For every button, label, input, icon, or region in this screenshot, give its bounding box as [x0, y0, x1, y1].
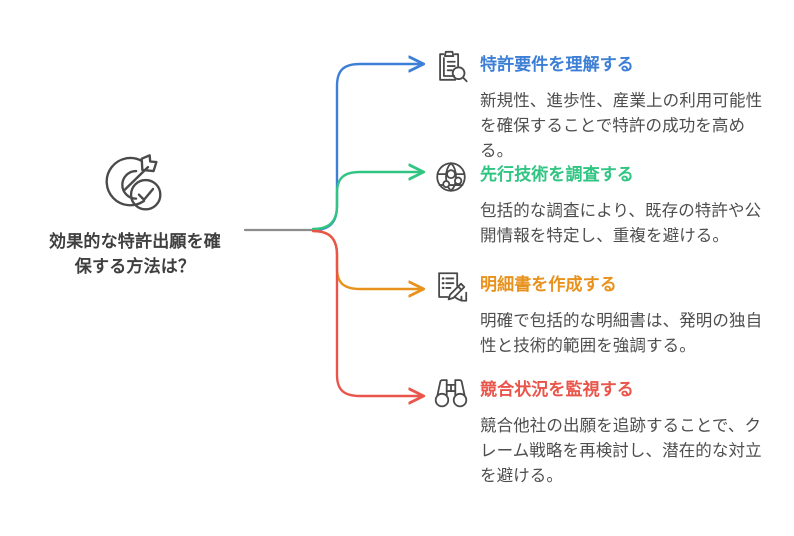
connector-branch-3 [311, 229, 422, 396]
branch-description: 明確で包括的な明細書は、発明の独自性と技術的範囲を強調する。 [480, 312, 763, 356]
branch-item[interactable]: 明細書を作成する 明確で包括的な明細書は、発明の独自性と技術的範囲を強調する。 [432, 272, 784, 359]
branch-description: 新規性、進歩性、産業上の利用可能性を確保することで特許の成功を高める。 [480, 92, 763, 161]
branch-title: 明細書を作成する [480, 275, 617, 294]
target-arrow-check-icon [105, 154, 162, 211]
branch-header: 先行技術を調査する [432, 162, 784, 196]
document-hand-write-icon [438, 272, 468, 302]
connector-branch-1 [311, 172, 422, 231]
branch-description: 包括的な調査により、既存の特許や公開情報を特定し、重複を避ける。 [480, 202, 762, 246]
branch-header: 明細書を作成する [432, 272, 784, 306]
center-node-label: 効果的な特許出願を確 保する方法は？ [49, 232, 221, 276]
branch-item[interactable]: 競合状況を監視する 競合他社の出願を追跡することで、クレーム戦略を再検討し、潜在… [432, 377, 784, 489]
branch-description: 競合他社の出願を追跡することで、クレーム戦略を再検討し、潜在的な対立を避ける。 [480, 417, 762, 486]
branch-header: 特許要件を理解する [432, 50, 784, 86]
branch-item[interactable]: 先行技術を調査する 包括的な調査により、既存の特許や公開情報を特定し、重複を避け… [432, 162, 784, 249]
clipboard-search-icon [439, 50, 468, 83]
branch-title: 先行技術を調査する [480, 165, 634, 184]
center-node: 効果的な特許出願を確 保する方法は？ [10, 148, 260, 279]
branch-title: 特許要件を理解する [480, 55, 634, 74]
connector-branch-0 [311, 64, 422, 232]
globe-network-icon [436, 162, 466, 192]
branch-title: 競合状況を監視する [480, 380, 634, 399]
binoculars-icon [434, 379, 468, 408]
branch-item[interactable]: 特許要件を理解する 新規性、進歩性、産業上の利用可能性を確保することで特許の成功… [432, 50, 784, 164]
connector-branch-2 [311, 229, 422, 289]
branch-header: 競合状況を監視する [432, 377, 784, 411]
